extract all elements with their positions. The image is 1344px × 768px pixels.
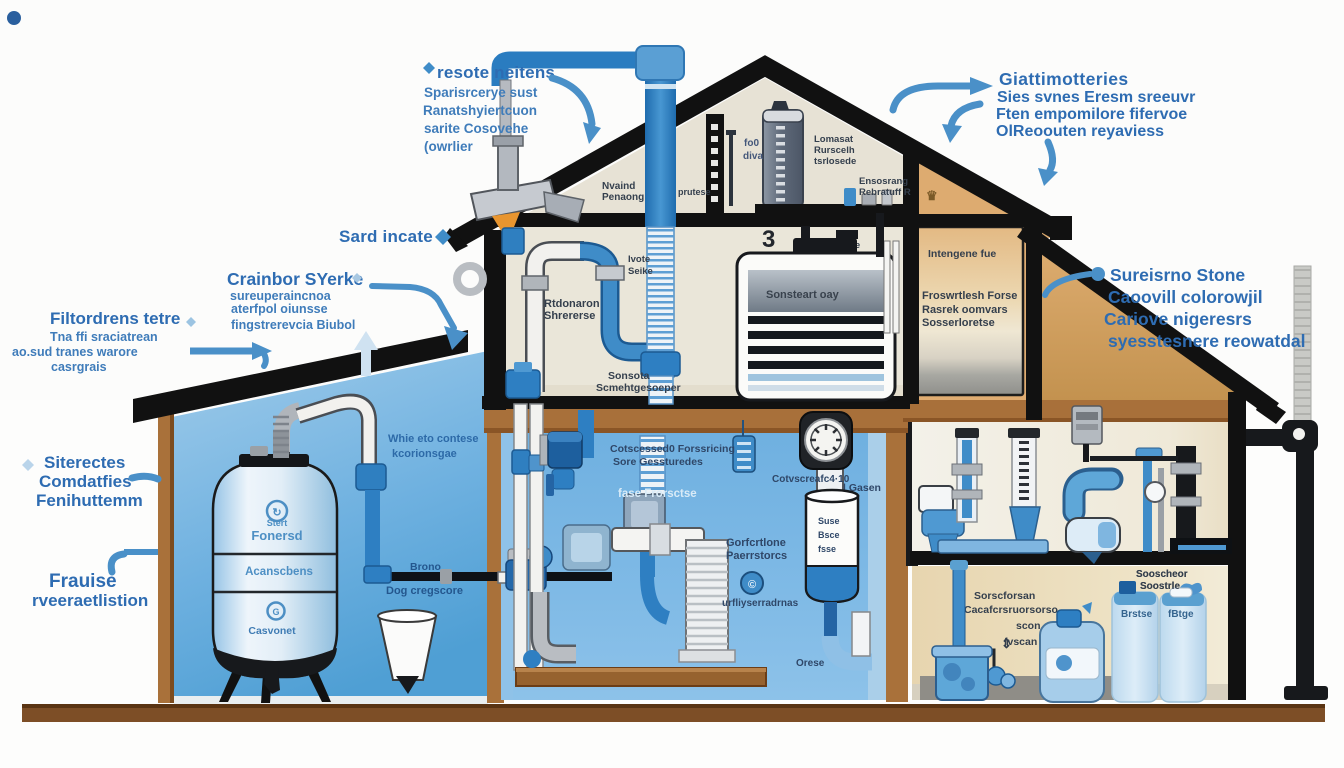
svg-text:Soostrle: Soostrle (1140, 581, 1180, 592)
svg-text:Crainbor SYerke: Crainbor SYerke (227, 269, 363, 289)
svg-text:Cariove nigeresrs: Cariove nigeresrs (1104, 309, 1252, 329)
svg-text:fase Frorsctse: fase Frorsctse (618, 488, 697, 500)
svg-text:Frauise: Frauise (49, 571, 117, 592)
svg-text:Tna ffi sraciatrean: Tna ffi sraciatrean (50, 330, 158, 344)
svg-text:tsrlosede: tsrlosede (814, 156, 856, 167)
svg-text:Sies svnes Eresm sreeuvr: Sies svnes Eresm sreeuvr (997, 89, 1195, 106)
svg-text:(owrlier: (owrlier (424, 139, 474, 154)
svg-text:fvscan: fvscan (1004, 636, 1037, 648)
svg-text:Fonersd: Fonersd (251, 528, 302, 543)
svg-text:fingstrerevcia Biubol: fingstrerevcia Biubol (231, 318, 355, 332)
svg-text:Giattimotteries: Giattimotteries (999, 69, 1129, 89)
svg-text:fBtge: fBtge (1168, 609, 1194, 620)
svg-text:Soostrle: Soostrle (1140, 581, 1180, 592)
svg-text:kcorionsgae: kcorionsgae (392, 448, 457, 460)
svg-text:Scmehtgesoeper: Scmehtgesoeper (596, 382, 681, 394)
svg-text:Sore Gessturedes: Sore Gessturedes (613, 456, 703, 468)
svg-text:Shrererse: Shrererse (544, 310, 595, 322)
svg-text:rveeraetlistion: rveeraetlistion (32, 591, 148, 610)
svg-text:Sard incate: Sard incate (339, 227, 433, 246)
svg-text:Lomasat: Lomasat (814, 134, 854, 145)
svg-text:Seike: Seike (628, 266, 653, 277)
svg-text:OlReoouten reyaviess: OlReoouten reyaviess (996, 123, 1164, 140)
svg-text:Acanscbens: Acanscbens (245, 566, 313, 578)
svg-text:Comdatfies: Comdatfies (39, 472, 132, 491)
svg-text:Caoovill colorowjil: Caoovill colorowjil (1108, 287, 1263, 307)
svg-text:Penaong: Penaong (602, 192, 644, 203)
svg-text:Paerrstorcs: Paerrstorcs (726, 550, 787, 562)
svg-text:Sooscheor: Sooscheor (1136, 569, 1188, 580)
svg-text:Whie eto contese: Whie eto contese (388, 433, 478, 445)
svg-text:sureuperaincnoa: sureuperaincnoa (230, 289, 332, 303)
svg-text:G: G (272, 607, 279, 617)
svg-text:Sparisrcerye sust: Sparisrcerye sust (424, 85, 538, 100)
svg-text:Stert: Stert (267, 518, 288, 528)
svg-text:Sooscheor: Sooscheor (1136, 569, 1188, 580)
svg-text:Casvonet: Casvonet (248, 625, 296, 637)
svg-text:Gorfcrtlone: Gorfcrtlone (726, 537, 786, 549)
svg-text:aterfpol oiunsse: aterfpol oiunsse (231, 302, 328, 316)
svg-text:Ensosrang: Ensosrang (859, 176, 908, 187)
svg-text:diva: diva (743, 151, 763, 162)
svg-text:prutese: prutese (678, 187, 711, 197)
svg-text:Intengene fue: Intengene fue (928, 248, 996, 260)
svg-text:urfliyserradrnas: urfliyserradrnas (722, 598, 799, 609)
svg-text:Rtdonaron: Rtdonaron (544, 298, 600, 310)
svg-text:Ranatshyiertcuon: Ranatshyiertcuon (423, 103, 537, 118)
svg-text:sarite Cosovehe: sarite Cosovehe (424, 121, 529, 136)
svg-text:Sorscforsan: Sorscforsan (974, 590, 1035, 602)
svg-text:ao.sud tranes warore: ao.sud tranes warore (12, 345, 138, 359)
svg-text:Froswrtlesh Forse: Froswrtlesh Forse (922, 290, 1017, 302)
svg-text:Cotscessed0 Forssricing: Cotscessed0 Forssricing (610, 443, 735, 455)
svg-text:Fenihuttemm: Fenihuttemm (36, 491, 143, 510)
svg-text:resote neitens: resote neitens (437, 63, 555, 82)
svg-text:Filtordrens tetre: Filtordrens tetre (50, 309, 180, 328)
svg-text:Bsce: Bsce (818, 530, 840, 540)
svg-text:Ivote: Ivote (628, 254, 650, 265)
svg-text:Nvaind: Nvaind (602, 181, 635, 192)
svg-text:Dog cregscore: Dog cregscore (386, 585, 463, 597)
svg-text:casrgrais: casrgrais (51, 360, 107, 374)
svg-text:Ften empomilore fifervoe: Ften empomilore fifervoe (996, 106, 1187, 123)
svg-text:Brstse: Brstse (1121, 609, 1153, 620)
svg-text:⇕: ⇕ (1001, 636, 1012, 651)
svg-text:3: 3 (762, 226, 775, 253)
svg-text:fo0: fo0 (744, 138, 759, 149)
svg-text:Sonsteart oay: Sonsteart oay (766, 289, 840, 301)
svg-text:Cacafcrsruorsorso: Cacafcrsruorsorso (964, 604, 1058, 616)
svg-text:Rebratuff R: Rebratuff R (859, 187, 911, 198)
svg-text:Suse: Suse (818, 516, 840, 526)
svg-text:Cotvscreafc4·10: Cotvscreafc4·10 (772, 474, 850, 485)
svg-text:©: © (748, 579, 756, 591)
svg-text:| Gasen: | Gasen (843, 482, 881, 494)
svg-text:Sureisrno Stone: Sureisrno Stone (1110, 265, 1245, 285)
svg-text:♛: ♛ (926, 188, 938, 203)
svg-text:scon: scon (1016, 620, 1041, 632)
svg-text:fsse: fsse (818, 544, 836, 554)
svg-text:Rasrek oomvars: Rasrek oomvars (922, 304, 1008, 316)
svg-text:↻: ↻ (272, 507, 281, 519)
svg-text:syesstesnere reowatdal: syesstesnere reowatdal (1108, 331, 1305, 351)
svg-text:Sosserloretse: Sosserloretse (922, 317, 995, 329)
svg-text:Orese: Orese (796, 658, 825, 669)
svg-text:Sonsota: Sonsota (608, 370, 650, 382)
svg-text:Rurscelh: Rurscelh (814, 145, 855, 156)
svg-text:Brono: Brono (410, 561, 441, 573)
svg-text:Siterectes: Siterectes (44, 453, 125, 472)
